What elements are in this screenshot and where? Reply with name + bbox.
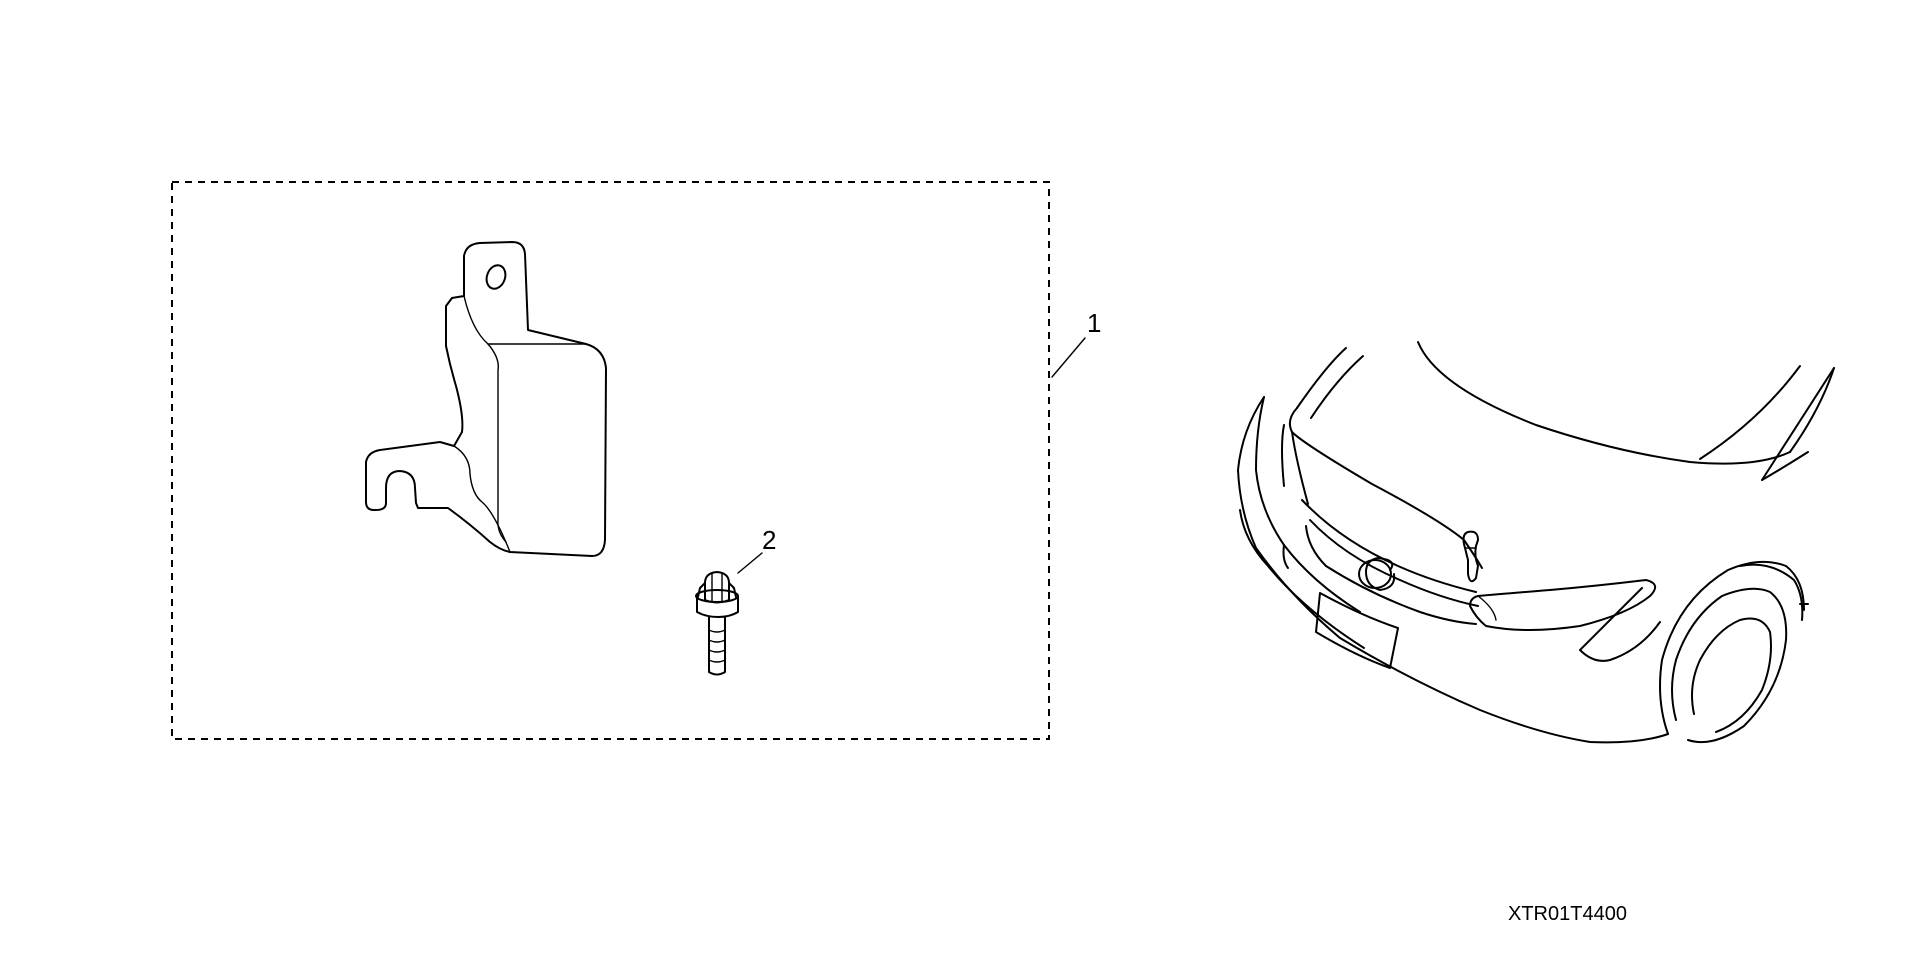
callout-2-leader	[737, 552, 763, 574]
callout-1-leader	[1051, 337, 1086, 378]
callout-1-label: 1	[1087, 308, 1101, 338]
bolt-part	[695, 571, 739, 676]
vehicle-front-illustration	[1237, 341, 1835, 744]
part-code-label: XTR01T4400	[1508, 903, 1627, 925]
kit-boundary-box	[171, 181, 1050, 740]
bracket-part	[365, 241, 607, 557]
callout-2-label: 2	[762, 525, 776, 555]
